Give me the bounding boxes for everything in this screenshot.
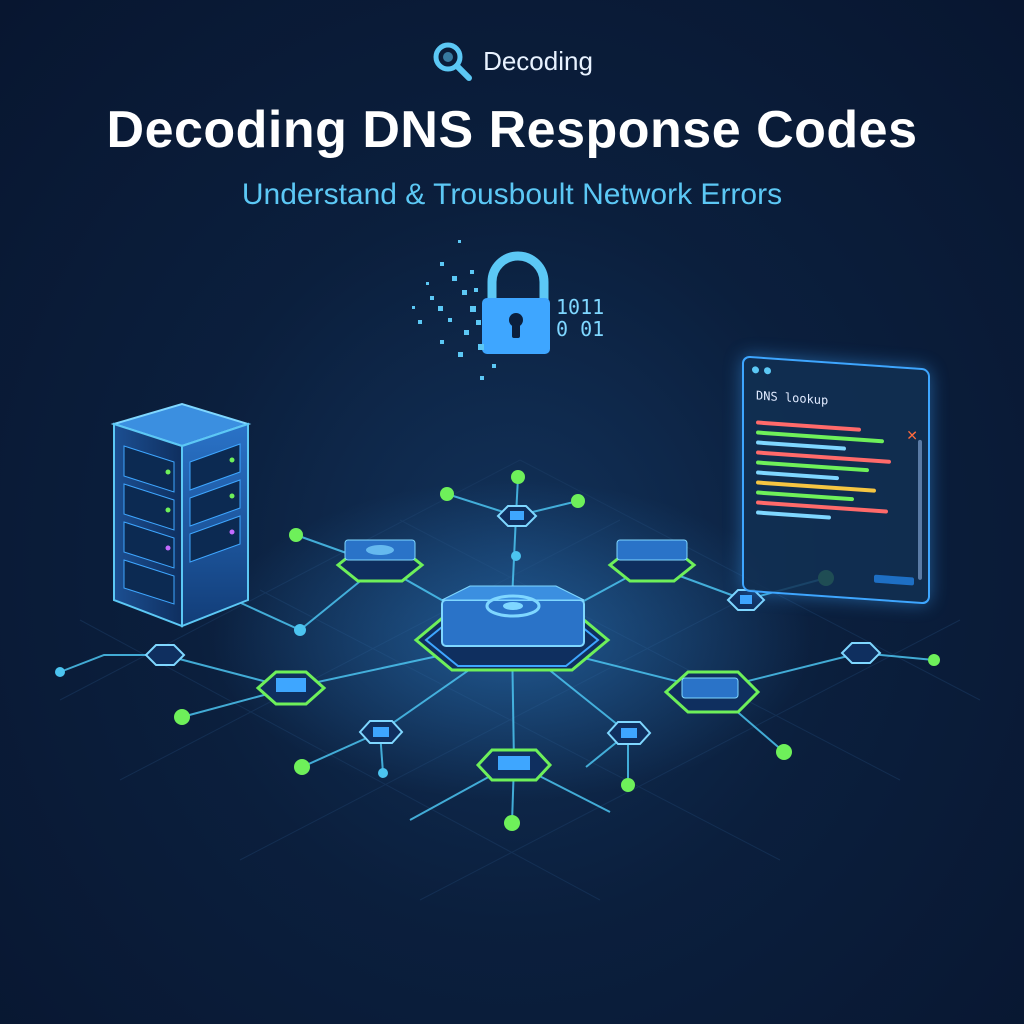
brand-header: Decoding	[0, 40, 1024, 82]
page-title: Decoding DNS Response Codes	[106, 101, 918, 159]
padlock-icon	[482, 251, 550, 354]
central-hub	[413, 585, 611, 672]
code-lines	[756, 410, 906, 530]
window-action-button[interactable]	[874, 574, 914, 586]
window-title: DNS lookup	[756, 388, 829, 408]
window-scrollbar[interactable]	[918, 439, 922, 581]
dns-lookup-window: DNS lookup ✕	[742, 355, 930, 605]
binary-line-1: 1011	[556, 295, 605, 319]
window-dot-icon	[752, 365, 759, 374]
server-rack	[110, 402, 252, 628]
window-dot-icon	[764, 366, 771, 374]
page-subtitle: Understand & Trousboult Network Errors	[241, 178, 783, 211]
binary-digits: 1011 0 01	[556, 296, 604, 340]
binary-line-2: 0 01	[556, 317, 605, 341]
brand-label: Decoding	[483, 45, 593, 76]
secondary-nodes	[255, 539, 761, 782]
close-icon[interactable]: ✕	[906, 426, 918, 444]
search-icon	[433, 42, 473, 81]
pixel-particles	[412, 240, 496, 380]
